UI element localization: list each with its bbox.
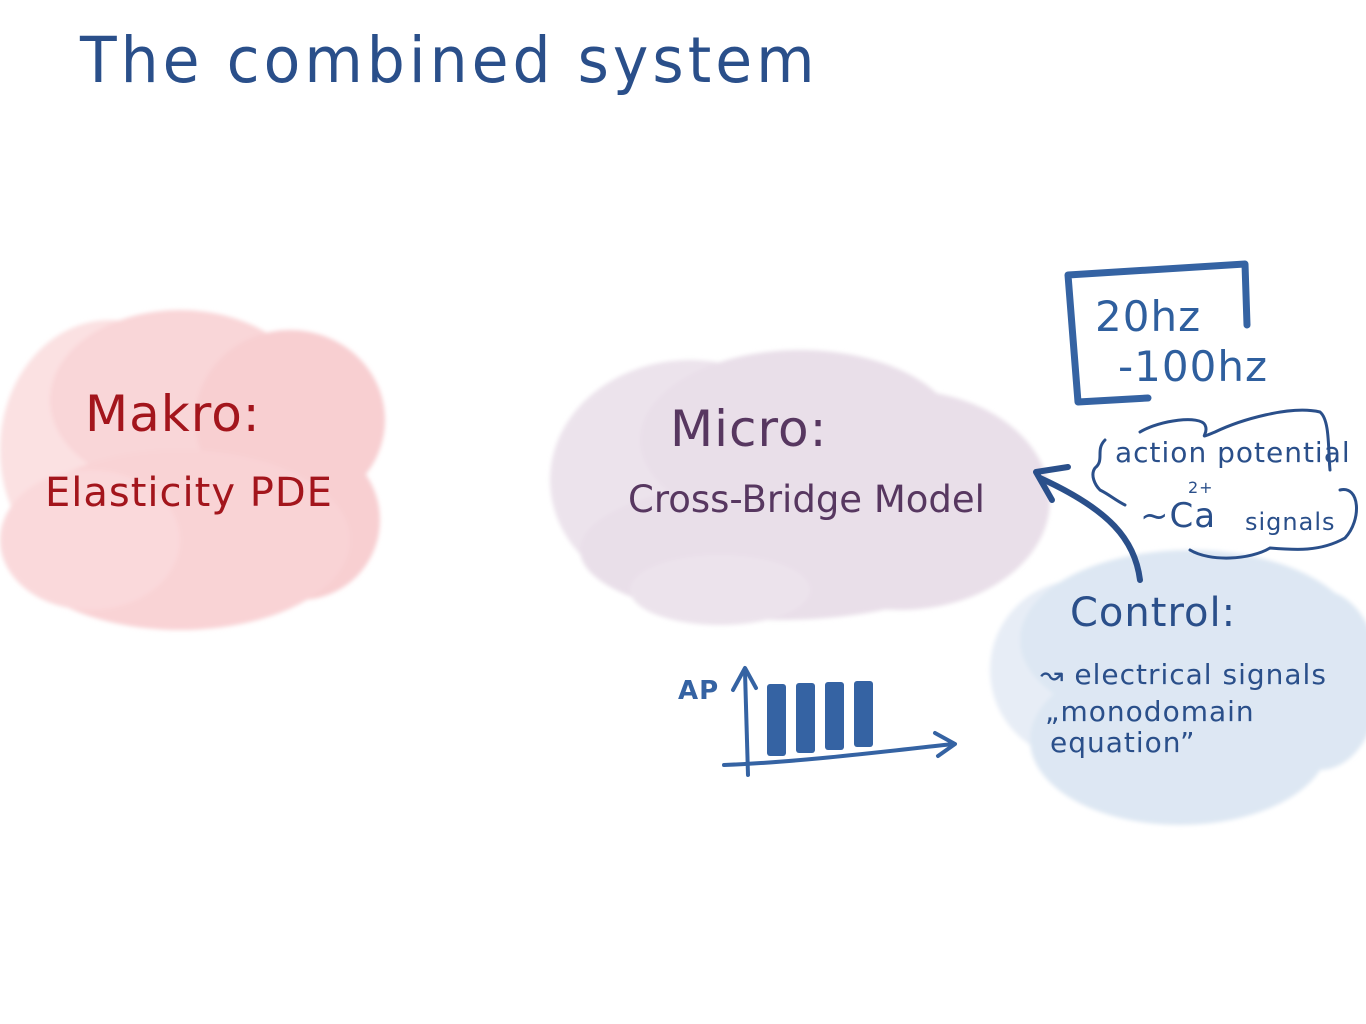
signal-note-line1: action potential <box>1115 436 1351 469</box>
micro-heading: Micro: <box>670 400 828 458</box>
frequency-high: -100hz <box>1118 342 1268 391</box>
ap-pulse-bar <box>854 681 873 747</box>
ap-x-axis <box>722 742 955 767</box>
makro-subtitle: Elasticity PDE <box>45 470 333 516</box>
control-cloud <box>990 550 1366 825</box>
frequency-box-outline <box>1064 260 1251 406</box>
ap-y-axis <box>743 670 750 777</box>
ap-pulse-bar <box>767 684 786 756</box>
makro-cloud <box>0 310 385 630</box>
micro-subtitle: Cross-Bridge Model <box>628 478 985 521</box>
control-line3: equation” <box>1050 726 1196 759</box>
ap-sketch <box>722 666 957 777</box>
control-line1: ↝ electrical signals <box>1040 658 1327 691</box>
ap-x-axis-arrowhead <box>933 731 957 758</box>
micro-cloud <box>550 350 1050 625</box>
ap-axis-label: AP <box>678 676 720 706</box>
signal-note-bubble <box>1091 408 1358 560</box>
ap-pulse-bar <box>825 682 844 750</box>
page-title: The combined system <box>80 24 819 98</box>
control-heading: Control: <box>1070 590 1237 636</box>
signal-note-superscript: 2+ <box>1188 478 1214 497</box>
makro-heading: Makro: <box>85 385 261 443</box>
signal-note-suffix: signals <box>1245 508 1336 536</box>
ap-pulse-bar <box>796 683 815 753</box>
signal-note-calcium: ~Ca <box>1140 496 1217 536</box>
frequency-low: 20hz <box>1095 292 1202 341</box>
control-to-micro-arrow <box>1033 464 1143 583</box>
control-line2: „monodomain <box>1045 695 1255 728</box>
ap-y-axis-arrowhead <box>731 666 758 692</box>
